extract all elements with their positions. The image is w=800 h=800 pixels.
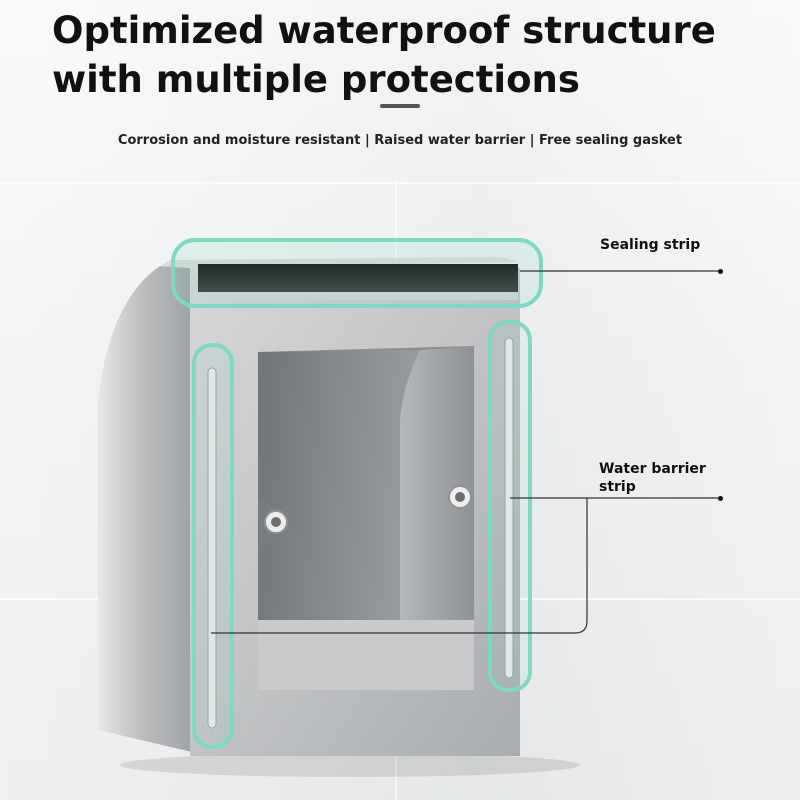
water-barrier-strip-label: Water barrier strip xyxy=(599,461,706,495)
drop-shadow xyxy=(120,753,580,777)
tile-joint xyxy=(0,182,800,184)
sealing-strip-label: Sealing strip xyxy=(600,237,701,253)
inner-right-wall xyxy=(400,346,474,620)
inner-left-wall xyxy=(258,350,420,640)
water-barrier-right xyxy=(504,337,514,679)
water-barrier-right-highlight xyxy=(488,320,532,692)
water-barrier-marker xyxy=(718,496,723,501)
sealing-strip-highlight xyxy=(171,238,543,308)
gasket-lip xyxy=(198,292,518,300)
page-title: Optimized waterproof structure with mult… xyxy=(52,9,716,101)
feature-summary: Corrosion and moisture resistant | Raise… xyxy=(117,133,683,148)
side-panel xyxy=(98,266,192,752)
screw-hole-left-center xyxy=(271,517,281,527)
title-divider xyxy=(380,104,420,108)
water-barrier-left-highlight xyxy=(192,343,234,749)
inner-floor xyxy=(258,620,474,690)
screw-hole-right-center xyxy=(455,492,465,502)
water-barrier-left xyxy=(207,367,217,729)
water-barrier-leader-left xyxy=(211,498,588,634)
sealing-strip-marker xyxy=(718,269,723,274)
sealing-gasket xyxy=(198,264,518,294)
